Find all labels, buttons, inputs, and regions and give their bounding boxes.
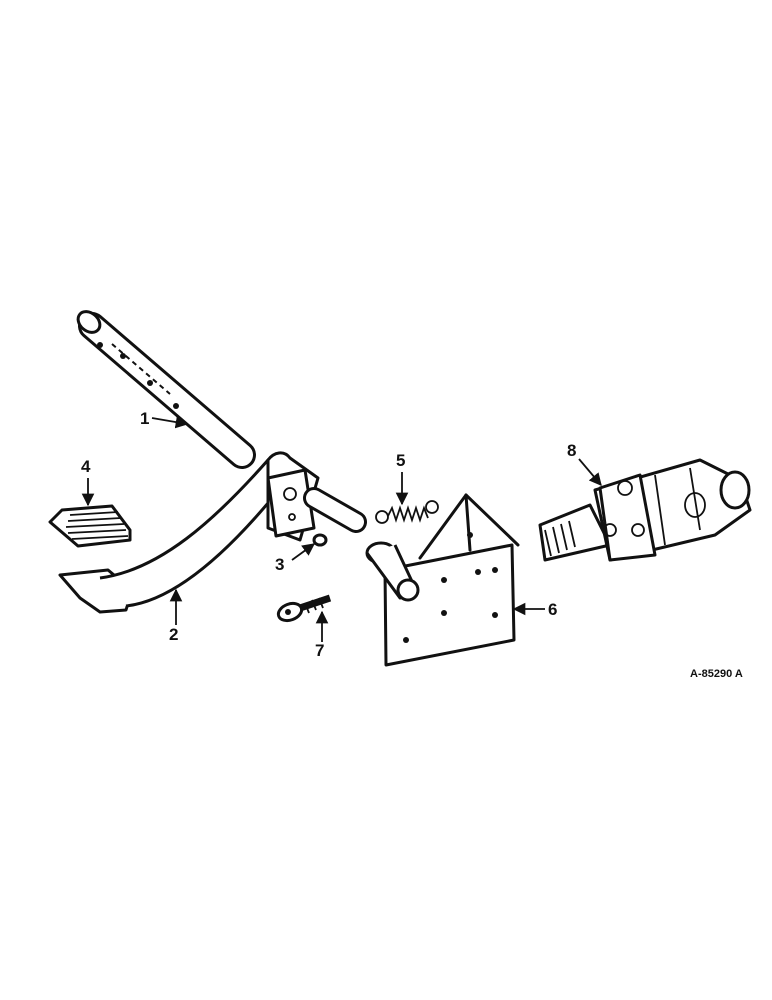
- part-7-clevis-bolt: [276, 594, 332, 623]
- callout-2: 2: [169, 625, 178, 644]
- part-6-mounting-bracket: [365, 493, 520, 667]
- part-8-brake-valve: [538, 458, 752, 562]
- callout-5: 5: [396, 451, 405, 470]
- callout-1: 1: [140, 409, 149, 428]
- part-2-pedal-lever: [58, 451, 367, 614]
- callout-8: 8: [567, 441, 576, 460]
- part-3-clip: [312, 533, 328, 547]
- leader-lines: [81, 415, 602, 642]
- part-5-spring: [375, 500, 439, 524]
- callout-3: 3: [275, 555, 284, 574]
- callout-6: 6: [548, 600, 557, 619]
- callout-4: 4: [81, 457, 91, 476]
- part-4-pedal-pad: [48, 504, 132, 548]
- callout-7: 7: [315, 641, 324, 660]
- part-1-shaft: [76, 310, 256, 469]
- drawing-reference-code: A-85290 A: [690, 668, 743, 680]
